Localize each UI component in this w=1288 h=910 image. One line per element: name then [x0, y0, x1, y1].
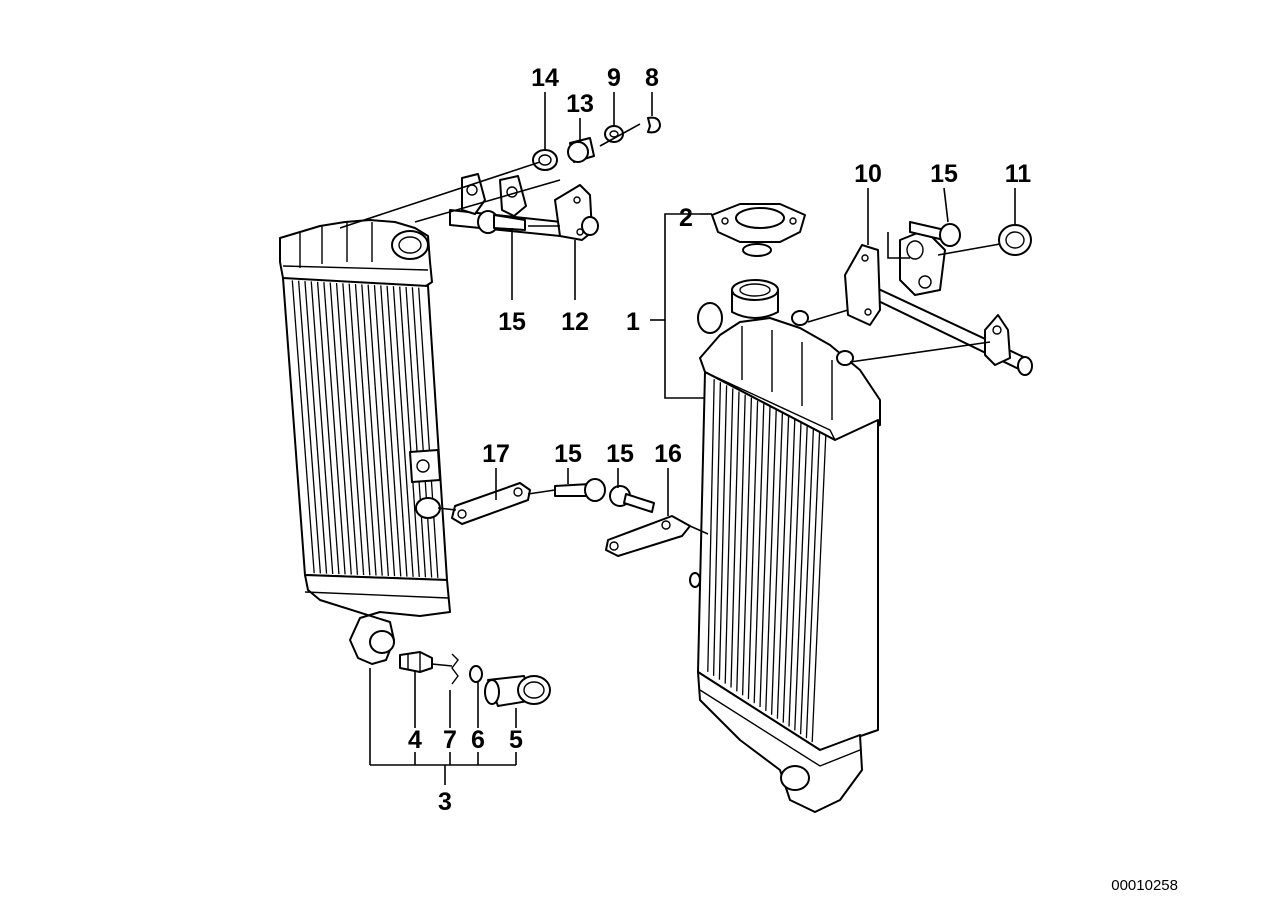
label-5: 5	[509, 726, 523, 754]
fin-line	[724, 388, 734, 684]
bracket-right-upper	[844, 229, 1033, 376]
fin-line	[316, 281, 340, 575]
bolt-15-upper-left	[477, 210, 526, 234]
fin-line	[712, 382, 722, 676]
label-2: 2	[679, 204, 693, 232]
o-ring-6	[469, 665, 483, 683]
fin-line	[323, 282, 346, 575]
fin-line	[794, 425, 808, 731]
fin-line	[776, 416, 790, 719]
fin-line	[736, 394, 746, 692]
spacer-13	[567, 137, 595, 163]
fin-line	[770, 413, 784, 715]
fin-line	[342, 283, 365, 576]
grommet-14	[532, 149, 558, 171]
fin-line	[805, 431, 821, 739]
fin-line	[386, 285, 408, 577]
label-6: 6	[471, 726, 485, 754]
label-15-upper-right: 15	[930, 160, 958, 188]
fin-line	[380, 285, 402, 577]
label-16: 16	[654, 440, 682, 468]
diagram-reference-number: 00010258	[1111, 877, 1178, 894]
fin-line	[799, 428, 815, 735]
label-17: 17	[482, 440, 510, 468]
clip-8	[647, 116, 661, 134]
label-14: 14	[531, 64, 559, 92]
fin-line	[788, 422, 802, 727]
bolt-15-upper-right	[909, 221, 961, 247]
fin-line	[291, 280, 315, 574]
label-1: 1	[626, 308, 640, 336]
label-10: 10	[854, 160, 882, 188]
fin-line	[373, 285, 396, 577]
hose-fitting-5	[484, 675, 551, 707]
fin-line	[399, 286, 420, 578]
fin-line	[707, 379, 715, 672]
callout-labels: 14 9 8 13 2 1 15 12 10 15 11 17 15 15 16…	[408, 64, 1031, 816]
fin-line	[310, 281, 334, 574]
label-15-middle-a: 15	[554, 440, 582, 468]
label-12: 12	[561, 308, 589, 336]
bolt-15-middle-b	[609, 485, 655, 513]
clip-7	[451, 653, 459, 685]
right-radiator	[689, 279, 881, 813]
label-8: 8	[645, 64, 659, 92]
fin-line	[718, 385, 728, 680]
left-radiator	[279, 219, 451, 665]
label-11: 11	[1005, 160, 1032, 188]
right-radiator-fins	[707, 379, 827, 743]
label-7: 7	[443, 726, 457, 754]
fin-line	[811, 434, 827, 743]
label-4: 4	[408, 726, 422, 754]
temperature-sensor-4	[399, 651, 433, 673]
fin-line	[730, 391, 740, 688]
fin-line	[753, 403, 765, 704]
label-13: 13	[566, 90, 594, 118]
fin-line	[297, 280, 322, 574]
fin-line	[741, 397, 753, 696]
radiator-cap	[711, 203, 806, 257]
fin-line	[759, 406, 771, 708]
fin-line	[747, 400, 759, 700]
fin-line	[335, 282, 359, 575]
bolt-15-middle-a	[554, 478, 606, 502]
fin-line	[354, 283, 377, 576]
bracket-16	[605, 515, 691, 557]
fin-line	[361, 284, 383, 576]
fin-line	[392, 286, 414, 577]
leader-lines	[339, 92, 1016, 785]
label-15-middle-b: 15	[606, 440, 634, 468]
fin-line	[782, 419, 796, 723]
label-9: 9	[607, 64, 621, 92]
fin-line	[304, 281, 328, 574]
fin-line	[765, 410, 777, 711]
label-15-upper-left: 15	[498, 308, 526, 336]
fin-line	[329, 282, 352, 575]
fin-line	[348, 283, 371, 576]
label-3: 3	[438, 788, 452, 816]
fin-line	[405, 286, 427, 578]
left-radiator-fins	[291, 280, 439, 578]
bracket-17	[451, 482, 531, 525]
fin-line	[411, 287, 433, 578]
fin-line	[367, 284, 390, 576]
fin-line	[418, 287, 439, 578]
grommet-11	[998, 224, 1032, 256]
